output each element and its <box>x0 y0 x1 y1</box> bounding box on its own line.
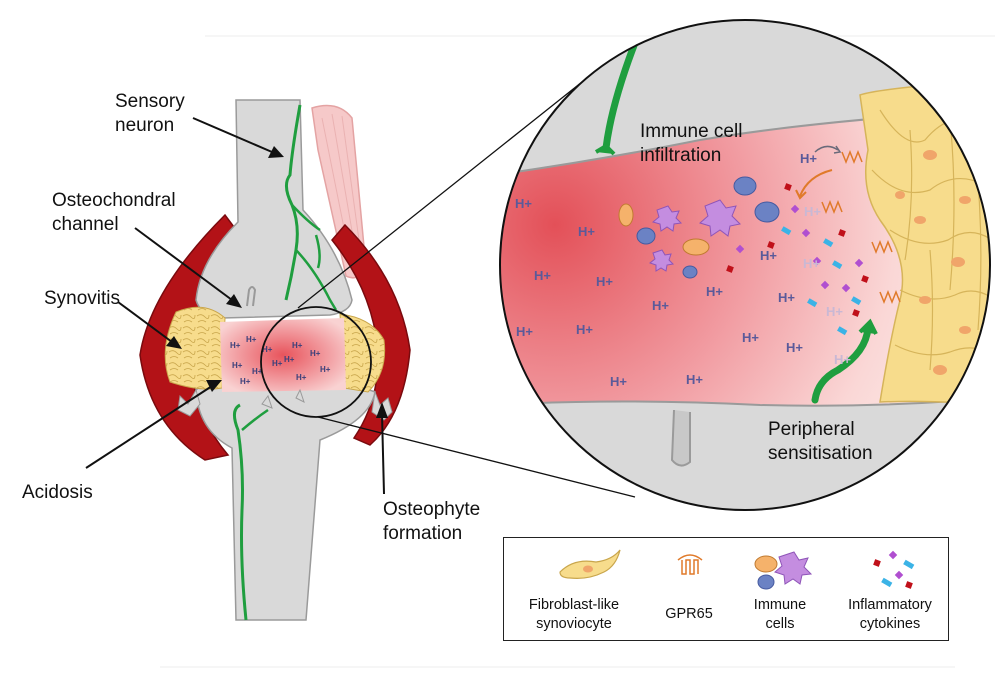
svg-text:H+: H+ <box>292 341 303 350</box>
osteochondral-channel <box>246 286 257 307</box>
label-osteochondral-channel: Osteochondral channel <box>52 190 176 235</box>
label-arrows <box>85 117 388 495</box>
svg-text:H+: H+ <box>778 290 795 305</box>
immune-cells <box>618 176 780 279</box>
svg-text:H+: H+ <box>252 367 263 376</box>
svg-text:H+: H+ <box>686 372 703 387</box>
joint-protons: H+H+H+ H+H+H+ H+H+H+ H+H+H+ <box>230 335 331 386</box>
svg-text:H+: H+ <box>834 352 851 367</box>
zoom-circle-border <box>499 19 991 511</box>
svg-text:H+: H+ <box>320 365 331 374</box>
upper-bone <box>195 99 353 319</box>
svg-text:H+: H+ <box>826 304 843 319</box>
synovium-right <box>331 223 411 446</box>
legend-label-gpr65: GPR65 <box>665 606 713 622</box>
legend-label-immune-cells: Immune cells <box>753 597 807 632</box>
zoom-neuron-lower <box>811 324 872 404</box>
svg-text:H+: H+ <box>272 359 283 368</box>
label-peripheral-sensitisation: Peripheral sensitisation <box>768 419 873 464</box>
lower-bone <box>195 380 376 621</box>
cytokine-release-arrow <box>799 169 833 197</box>
synovial-tissue-right <box>339 313 386 393</box>
svg-text:H+: H+ <box>804 204 821 219</box>
svg-text:H+: H+ <box>284 355 295 364</box>
svg-text:H+: H+ <box>706 284 723 299</box>
svg-text:H+: H+ <box>232 361 243 370</box>
svg-text:H+: H+ <box>230 341 241 350</box>
cytokines-icon <box>873 550 915 589</box>
svg-text:H+: H+ <box>786 340 803 355</box>
sensory-neuron-lower <box>233 403 248 621</box>
svg-text:H+: H+ <box>534 268 551 283</box>
label-synovitis: Synovitis <box>44 288 121 309</box>
svg-text:H+: H+ <box>262 345 273 354</box>
svg-text:H+: H+ <box>760 248 777 263</box>
svg-text:H+: H+ <box>296 373 307 382</box>
label-osteophyte-formation: Osteophyte formation <box>383 499 481 544</box>
legend-label-fibroblast: Fibroblast-like synoviocyte <box>528 597 620 632</box>
label-acidosis: Acidosis <box>22 482 93 503</box>
svg-text:H+: H+ <box>803 256 820 271</box>
svg-text:H+: H+ <box>246 335 257 344</box>
legend: Fibroblast-like synoviocyte GPR65 Immune… <box>503 537 949 641</box>
svg-text:H+: H+ <box>515 196 532 211</box>
svg-text:H+: H+ <box>578 224 595 239</box>
legend-icons <box>559 549 915 590</box>
label-sensory-neuron: Sensory neuron <box>115 91 185 136</box>
svg-text:H+: H+ <box>576 322 593 337</box>
svg-text:H+: H+ <box>742 330 759 345</box>
zoom-view: H+H+H+ H+H+H+ H+H+H+ H+H+H+ H+H+H+ H+H+ … <box>500 20 990 510</box>
svg-text:H+: H+ <box>240 377 251 386</box>
gpr65-receptor-icon <box>677 554 703 575</box>
fibroblast-icon <box>559 549 621 579</box>
gpr65-receptors <box>821 149 901 305</box>
svg-text:H+: H+ <box>596 274 613 289</box>
zoom-protons: H+H+H+ H+H+H+ H+H+H+ H+H+H+ H+H+H+ H+H+ … <box>515 151 851 389</box>
svg-text:H+: H+ <box>516 324 533 339</box>
svg-text:H+: H+ <box>800 151 817 166</box>
svg-text:H+: H+ <box>652 298 669 313</box>
proton-arrow <box>814 145 839 153</box>
svg-text:H+: H+ <box>310 349 321 358</box>
legend-label-cytokines: Inflammatory cytokines <box>848 597 932 632</box>
label-immune-cell-infiltration: Immune cell infiltration <box>640 121 743 166</box>
immune-cells-icon <box>754 551 813 590</box>
acidic-joint-space <box>220 318 346 392</box>
zoom-connector-bottom <box>317 416 636 498</box>
svg-text:H+: H+ <box>610 374 627 389</box>
joint: H+H+H+ H+H+H+ H+H+H+ H+H+H+ <box>139 99 411 621</box>
zoom-connector-top <box>297 81 583 309</box>
synovial-tissue-left <box>164 306 226 390</box>
magnifier-circle <box>260 306 372 418</box>
sensory-neuron-upper <box>284 104 302 301</box>
